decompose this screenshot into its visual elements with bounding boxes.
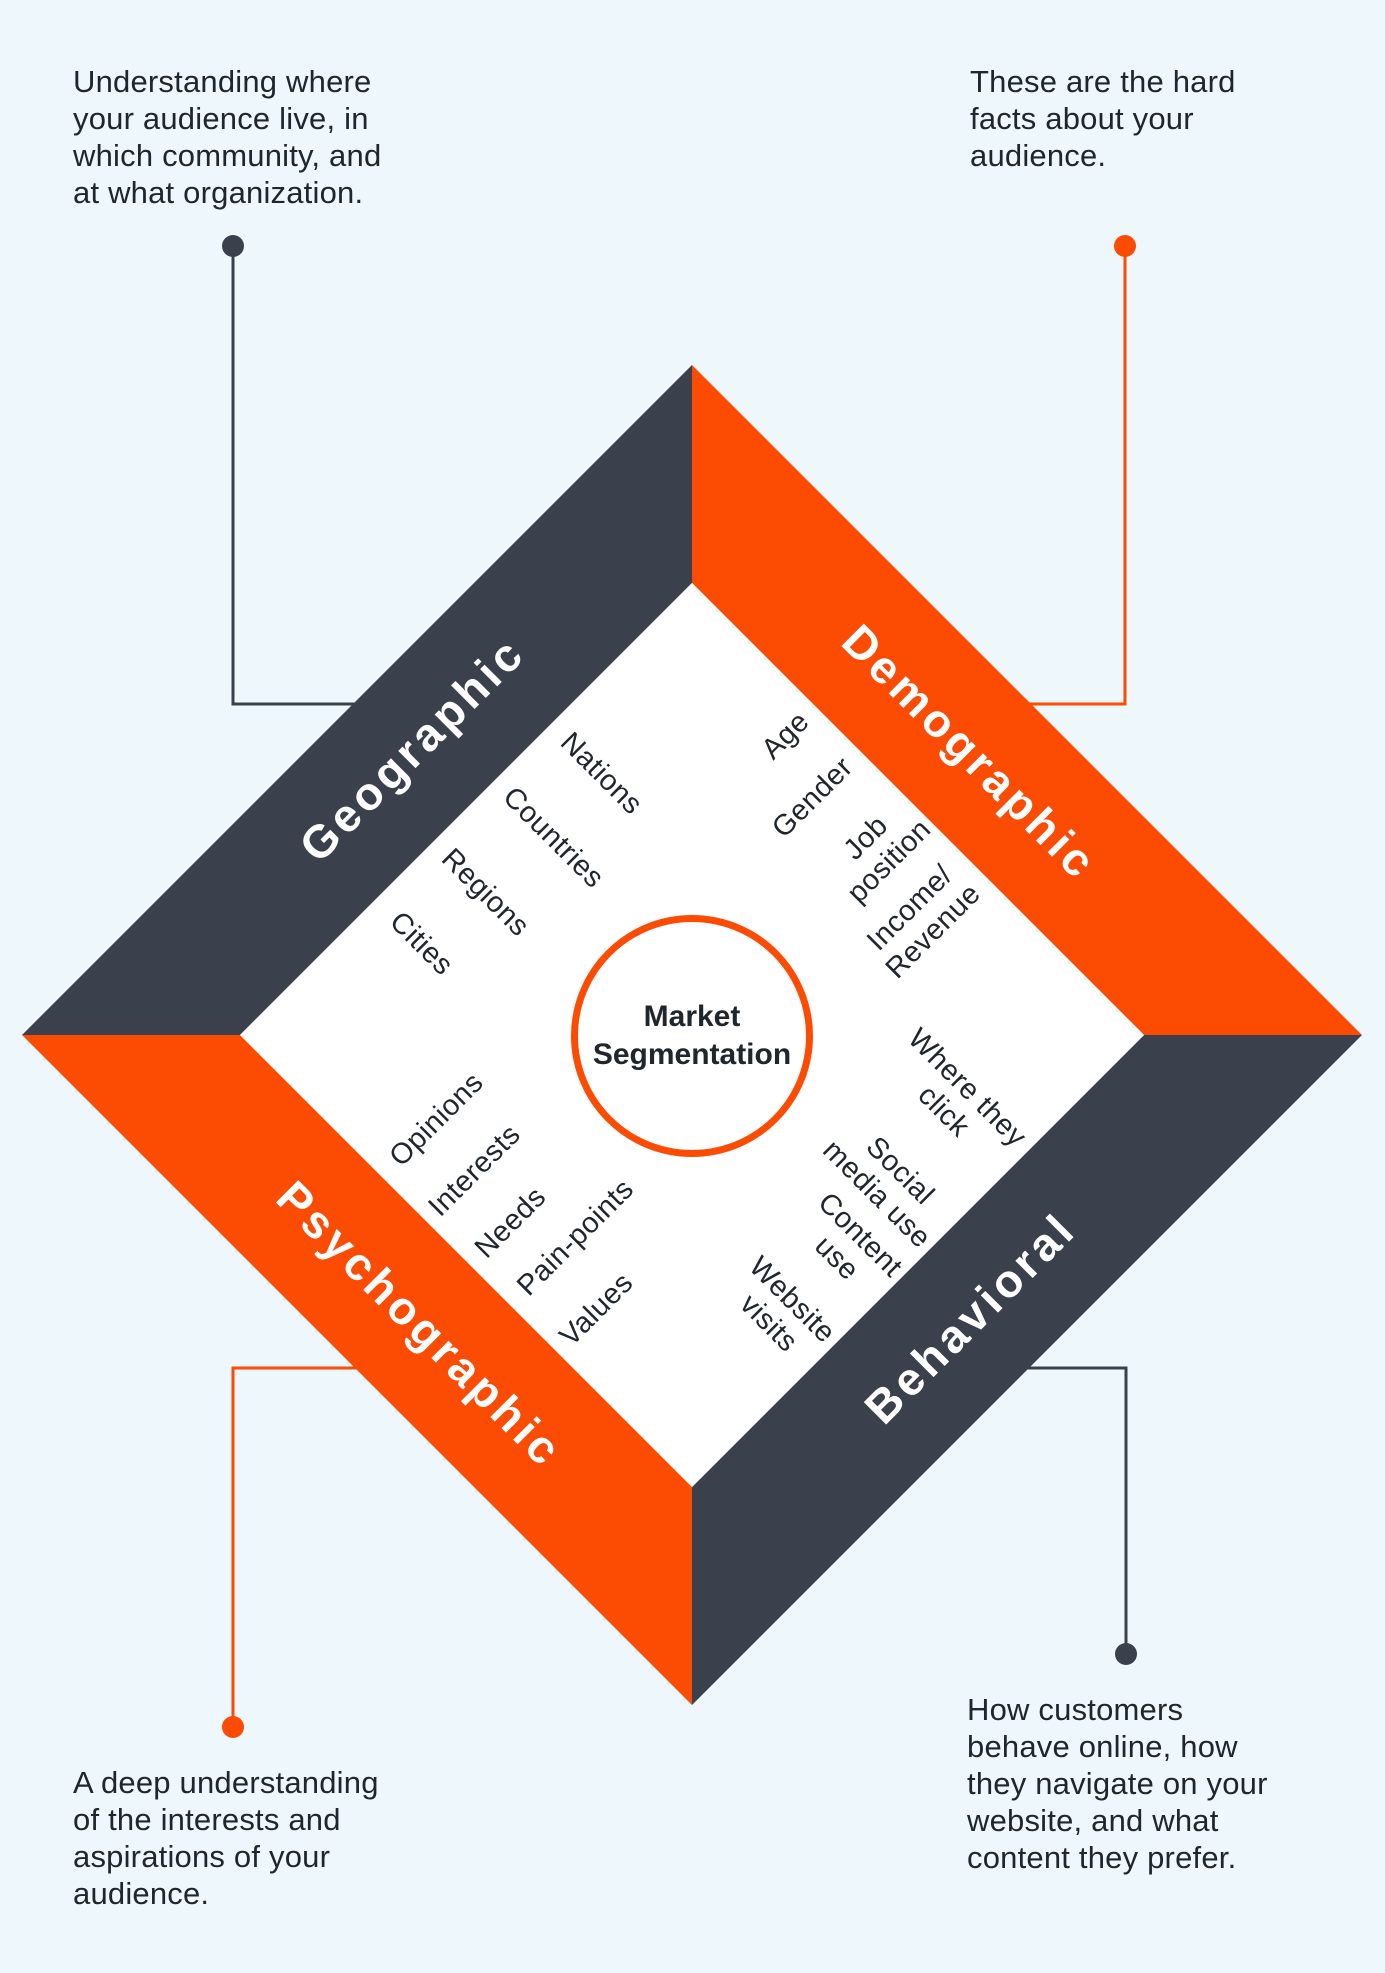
connector-dot-demographic [1114,235,1136,257]
center-title-line: Segmentation [592,1038,792,1071]
note-geographic: Understanding where your audience live, … [73,63,381,211]
band-psychographic [22,1035,692,1705]
note-line: at what organization. [73,175,364,210]
note-line: audience. [73,1876,210,1911]
band-demographic [692,365,1362,1035]
note-line: which community, and [73,138,382,173]
note-line: facts about your [970,101,1194,136]
note-line: audience. [970,138,1107,173]
band-geographic [22,365,692,1035]
connector-line-geographic [231,246,365,706]
note-line: aspirations of your [73,1839,331,1874]
connector-dot-geographic [222,235,244,257]
note-line: How customers [967,1692,1184,1727]
note-line: they navigate on your [967,1766,1268,1801]
note-line: website, and what [967,1803,1219,1838]
center-circle: Market Segmentation [571,915,813,1157]
note-demographic: These are the hard facts about your audi… [970,63,1236,174]
connector-dot-psychographic [222,1716,244,1738]
connector-line-behavioral [1017,1366,1128,1654]
note-line: behave online, how [967,1729,1238,1764]
note-psychographic: A deep understanding of the interests an… [73,1764,379,1912]
note-line: your audience live, in [73,101,369,136]
note-behavioral: How customers behave online, how they na… [967,1691,1268,1876]
band-behavioral [692,1035,1362,1705]
connector-line-demographic [1020,246,1127,706]
connector-dot-behavioral [1115,1643,1137,1665]
note-line: content they prefer. [967,1840,1237,1875]
note-line: Understanding where [73,64,372,99]
center-title-line: Market [643,1000,741,1033]
note-line: of the interests and [73,1802,341,1837]
note-line: A deep understanding [73,1765,379,1800]
connector-line-psychographic [231,1366,367,1727]
note-line: These are the hard [970,64,1236,99]
